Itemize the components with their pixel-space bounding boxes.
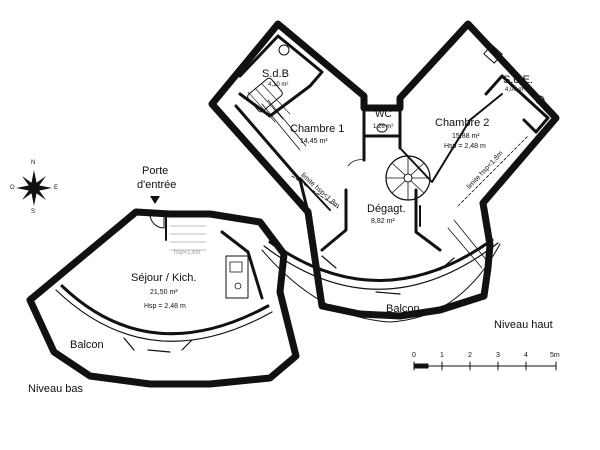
- chambre2-name: Chambre 2: [435, 117, 490, 129]
- scale-tick-2: 2: [468, 352, 472, 359]
- upper-level-walls: [208, 20, 560, 323]
- chambre1-name: Chambre 1: [290, 123, 345, 135]
- balcon-upper-label: Balcon: [386, 303, 420, 315]
- degagt-walls: [320, 134, 442, 252]
- scale-bar: [413, 361, 557, 371]
- degagt-name: Dégagt.: [367, 203, 406, 215]
- entrance-arrow: [150, 196, 160, 204]
- sde-area: 4,06 m²: [505, 87, 526, 93]
- wc-name: WC: [375, 109, 392, 120]
- sdb-name: S.d.B: [262, 68, 289, 80]
- porte-label-line2: d'entrée: [137, 179, 177, 191]
- sdb-room-walls: [238, 34, 324, 123]
- compass-o: O: [10, 185, 15, 191]
- lower-level-walls: [26, 208, 300, 388]
- wc-walls: [362, 106, 402, 138]
- sejour-area: 21,50 m²: [150, 289, 178, 296]
- sde-name: S.d.E.: [503, 74, 533, 86]
- sejour-height: Hsp = 2,48 m: [144, 303, 186, 310]
- ghost-stair: [169, 225, 207, 251]
- niveau-bas-label: Niveau bas: [28, 383, 84, 395]
- balcon-lower-label: Balcon: [70, 339, 104, 351]
- limit-lines-upper: [291, 135, 529, 209]
- scale-tick-4: 4: [524, 352, 528, 359]
- sde-room-walls: [483, 44, 550, 134]
- lower-balcony-windows: [123, 337, 193, 353]
- sejour-name: Séjour / Kich.: [131, 272, 197, 284]
- chambre1-area: 14,45 m²: [300, 138, 328, 145]
- scale-tick-5: 5m: [550, 352, 560, 359]
- porte-label-line1: Porte: [142, 165, 169, 177]
- niveau-haut-label: Niveau haut: [494, 319, 553, 331]
- chambre1-walls: [234, 99, 331, 214]
- compass-e: E: [54, 185, 59, 191]
- scale-tick-1: 1: [440, 352, 444, 359]
- compass-rose: [16, 170, 52, 206]
- chambre2-area: 15,88 m²: [452, 133, 480, 140]
- upper-balcony-windows: [321, 255, 455, 295]
- scale-tick-0: 0: [412, 352, 416, 359]
- scale-tick-3: 3: [496, 352, 500, 359]
- compass-s: S: [31, 209, 36, 215]
- wc-area: 1,26 m²: [373, 124, 394, 130]
- compass-n: N: [31, 160, 36, 166]
- chambre2-height: Hsp = 2,48 m: [444, 143, 486, 150]
- sejour-ghost-label: hsp<1,8m: [174, 250, 201, 256]
- degagt-area: 8,82 m²: [371, 218, 395, 225]
- sdb-area: 4,10 m²: [268, 82, 289, 88]
- entrance-door: [149, 213, 167, 241]
- chambre2-walls: [399, 93, 503, 269]
